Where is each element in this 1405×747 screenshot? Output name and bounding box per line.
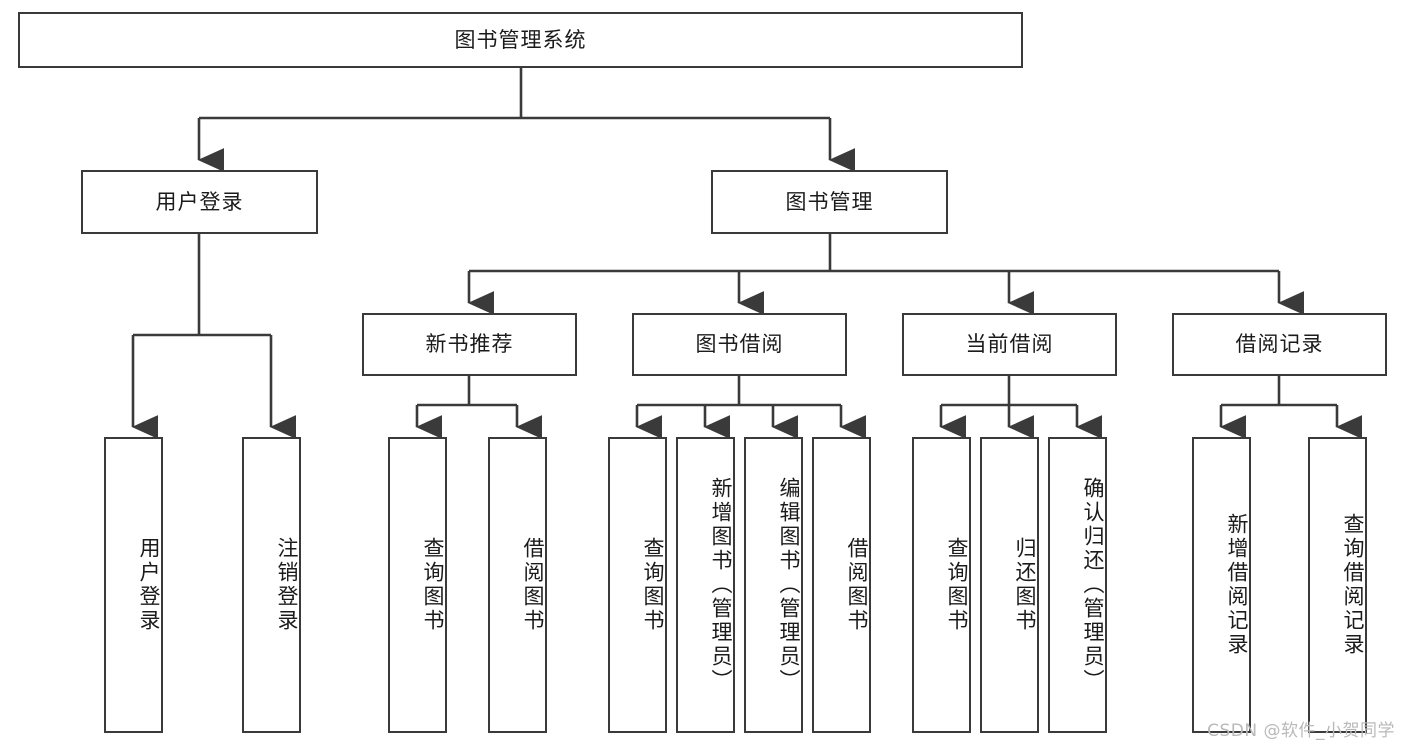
node-user-login[interactable]: 用户登录 <box>81 170 318 234</box>
node-leaf-borrow-book-2[interactable]: 借阅图书 <box>812 437 871 733</box>
node-leaf-query-book-3[interactable]: 查询图书 <box>912 437 971 733</box>
node-leaf-query-book-2[interactable]: 查询图书 <box>608 437 667 733</box>
node-current-borrow[interactable]: 当前借阅 <box>902 313 1117 376</box>
node-book-manage[interactable]: 图书管理 <box>711 170 948 234</box>
node-leaf-query-book-1[interactable]: 查询图书 <box>388 437 447 733</box>
node-new-book-recommend[interactable]: 新书推荐 <box>362 313 577 376</box>
node-leaf-add-record[interactable]: 新增借阅记录 <box>1192 437 1251 733</box>
csdn-watermark: CSDN @软件_小贺同学 <box>1207 721 1395 741</box>
node-borrow-record[interactable]: 借阅记录 <box>1172 313 1387 376</box>
node-leaf-borrow-book-1[interactable]: 借阅图书 <box>488 437 547 733</box>
node-leaf-logout-login[interactable]: 注销登录 <box>242 437 301 733</box>
node-book-management-system[interactable]: 图书管理系统 <box>18 12 1023 68</box>
node-leaf-user-login[interactable]: 用户登录 <box>104 437 163 733</box>
node-leaf-query-record[interactable]: 查询借阅记录 <box>1308 437 1367 733</box>
node-leaf-confirm-return[interactable]: 确认归还（管理员） <box>1048 437 1107 733</box>
node-leaf-add-book[interactable]: 新增图书（管理员） <box>676 437 735 733</box>
node-leaf-return-book[interactable]: 归还图书 <box>980 437 1039 733</box>
node-book-borrow[interactable]: 图书借阅 <box>632 313 847 376</box>
node-leaf-edit-book[interactable]: 编辑图书（管理员） <box>744 437 803 733</box>
